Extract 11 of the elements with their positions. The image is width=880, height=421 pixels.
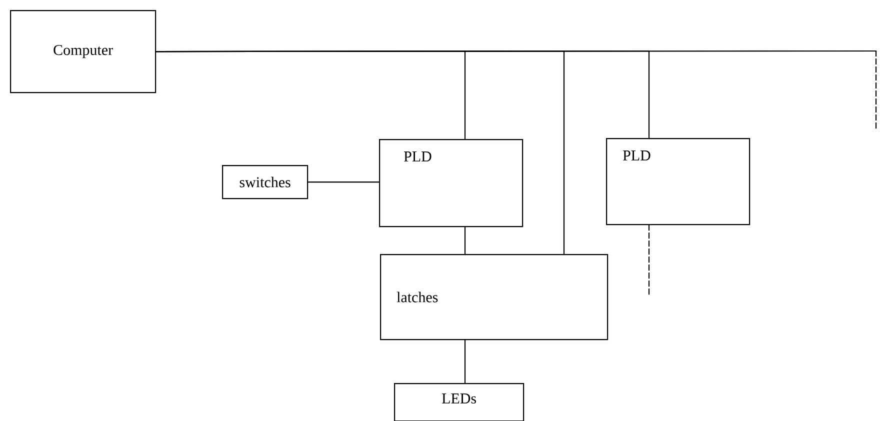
- process-box: Computer: [10, 10, 156, 94]
- process-box: LEDs: [394, 383, 524, 421]
- connector-line: [308, 182, 380, 183]
- connector-line: [464, 340, 466, 384]
- connector-line: [648, 224, 650, 297]
- process-box: PLD: [606, 138, 750, 226]
- process-box: switches: [222, 165, 308, 200]
- connector-line: [464, 226, 466, 255]
- process-box: latches: [380, 254, 608, 340]
- process-box: PLD: [379, 139, 524, 228]
- connector-line: [156, 50, 877, 129]
